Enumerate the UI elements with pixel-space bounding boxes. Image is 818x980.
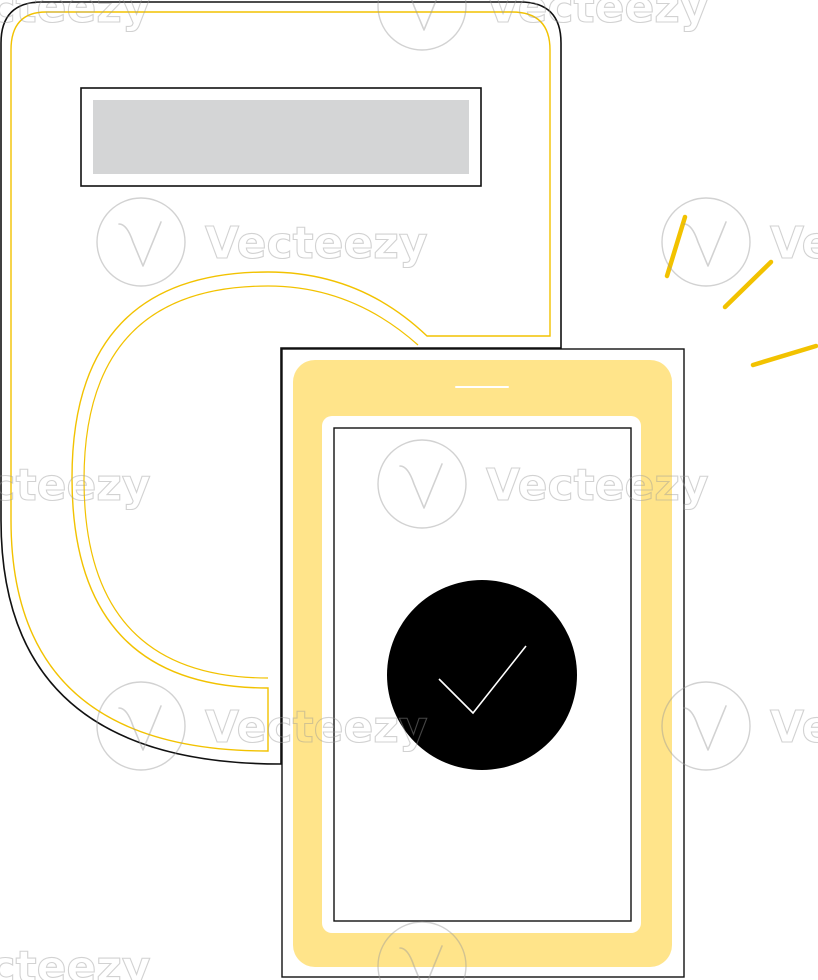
watermark-text: Vecteezy	[0, 460, 151, 511]
checkmark-icon	[387, 580, 577, 770]
terminal-ring-inner	[83, 285, 419, 679]
watermark-text: Vecteezy	[486, 460, 709, 511]
signal-stroke-2	[722, 259, 774, 310]
watermark-logo-icon	[661, 681, 751, 771]
payment-terminal-icon	[0, 1, 562, 765]
watermark-logo-icon	[377, 921, 467, 980]
watermark-text: Vecteezy	[205, 702, 428, 753]
watermark-logo-icon	[377, 439, 467, 529]
watermark-text: Vecteezy	[770, 702, 818, 753]
check-circle	[387, 580, 577, 770]
terminal-inner-outline	[10, 11, 551, 752]
terminal-display-screen	[93, 100, 469, 174]
signal-stroke-1	[664, 214, 688, 279]
watermark-text: Vecteezy	[205, 218, 428, 269]
contactless-signal-icon	[664, 214, 818, 368]
signal-stroke-3	[750, 343, 818, 368]
check-tick	[438, 645, 527, 715]
watermark-logo-icon	[377, 0, 467, 51]
watermark-text: Vecteezy	[0, 0, 151, 33]
watermark-text: Vecteezy	[770, 218, 818, 269]
watermark-logo-icon	[96, 197, 186, 287]
watermark-text: Vecteezy	[486, 0, 709, 33]
watermark-logo-icon	[96, 681, 186, 771]
terminal-body	[0, 1, 562, 765]
watermark-logo-icon	[661, 197, 751, 287]
watermark-text: Vecteezy	[0, 942, 151, 980]
